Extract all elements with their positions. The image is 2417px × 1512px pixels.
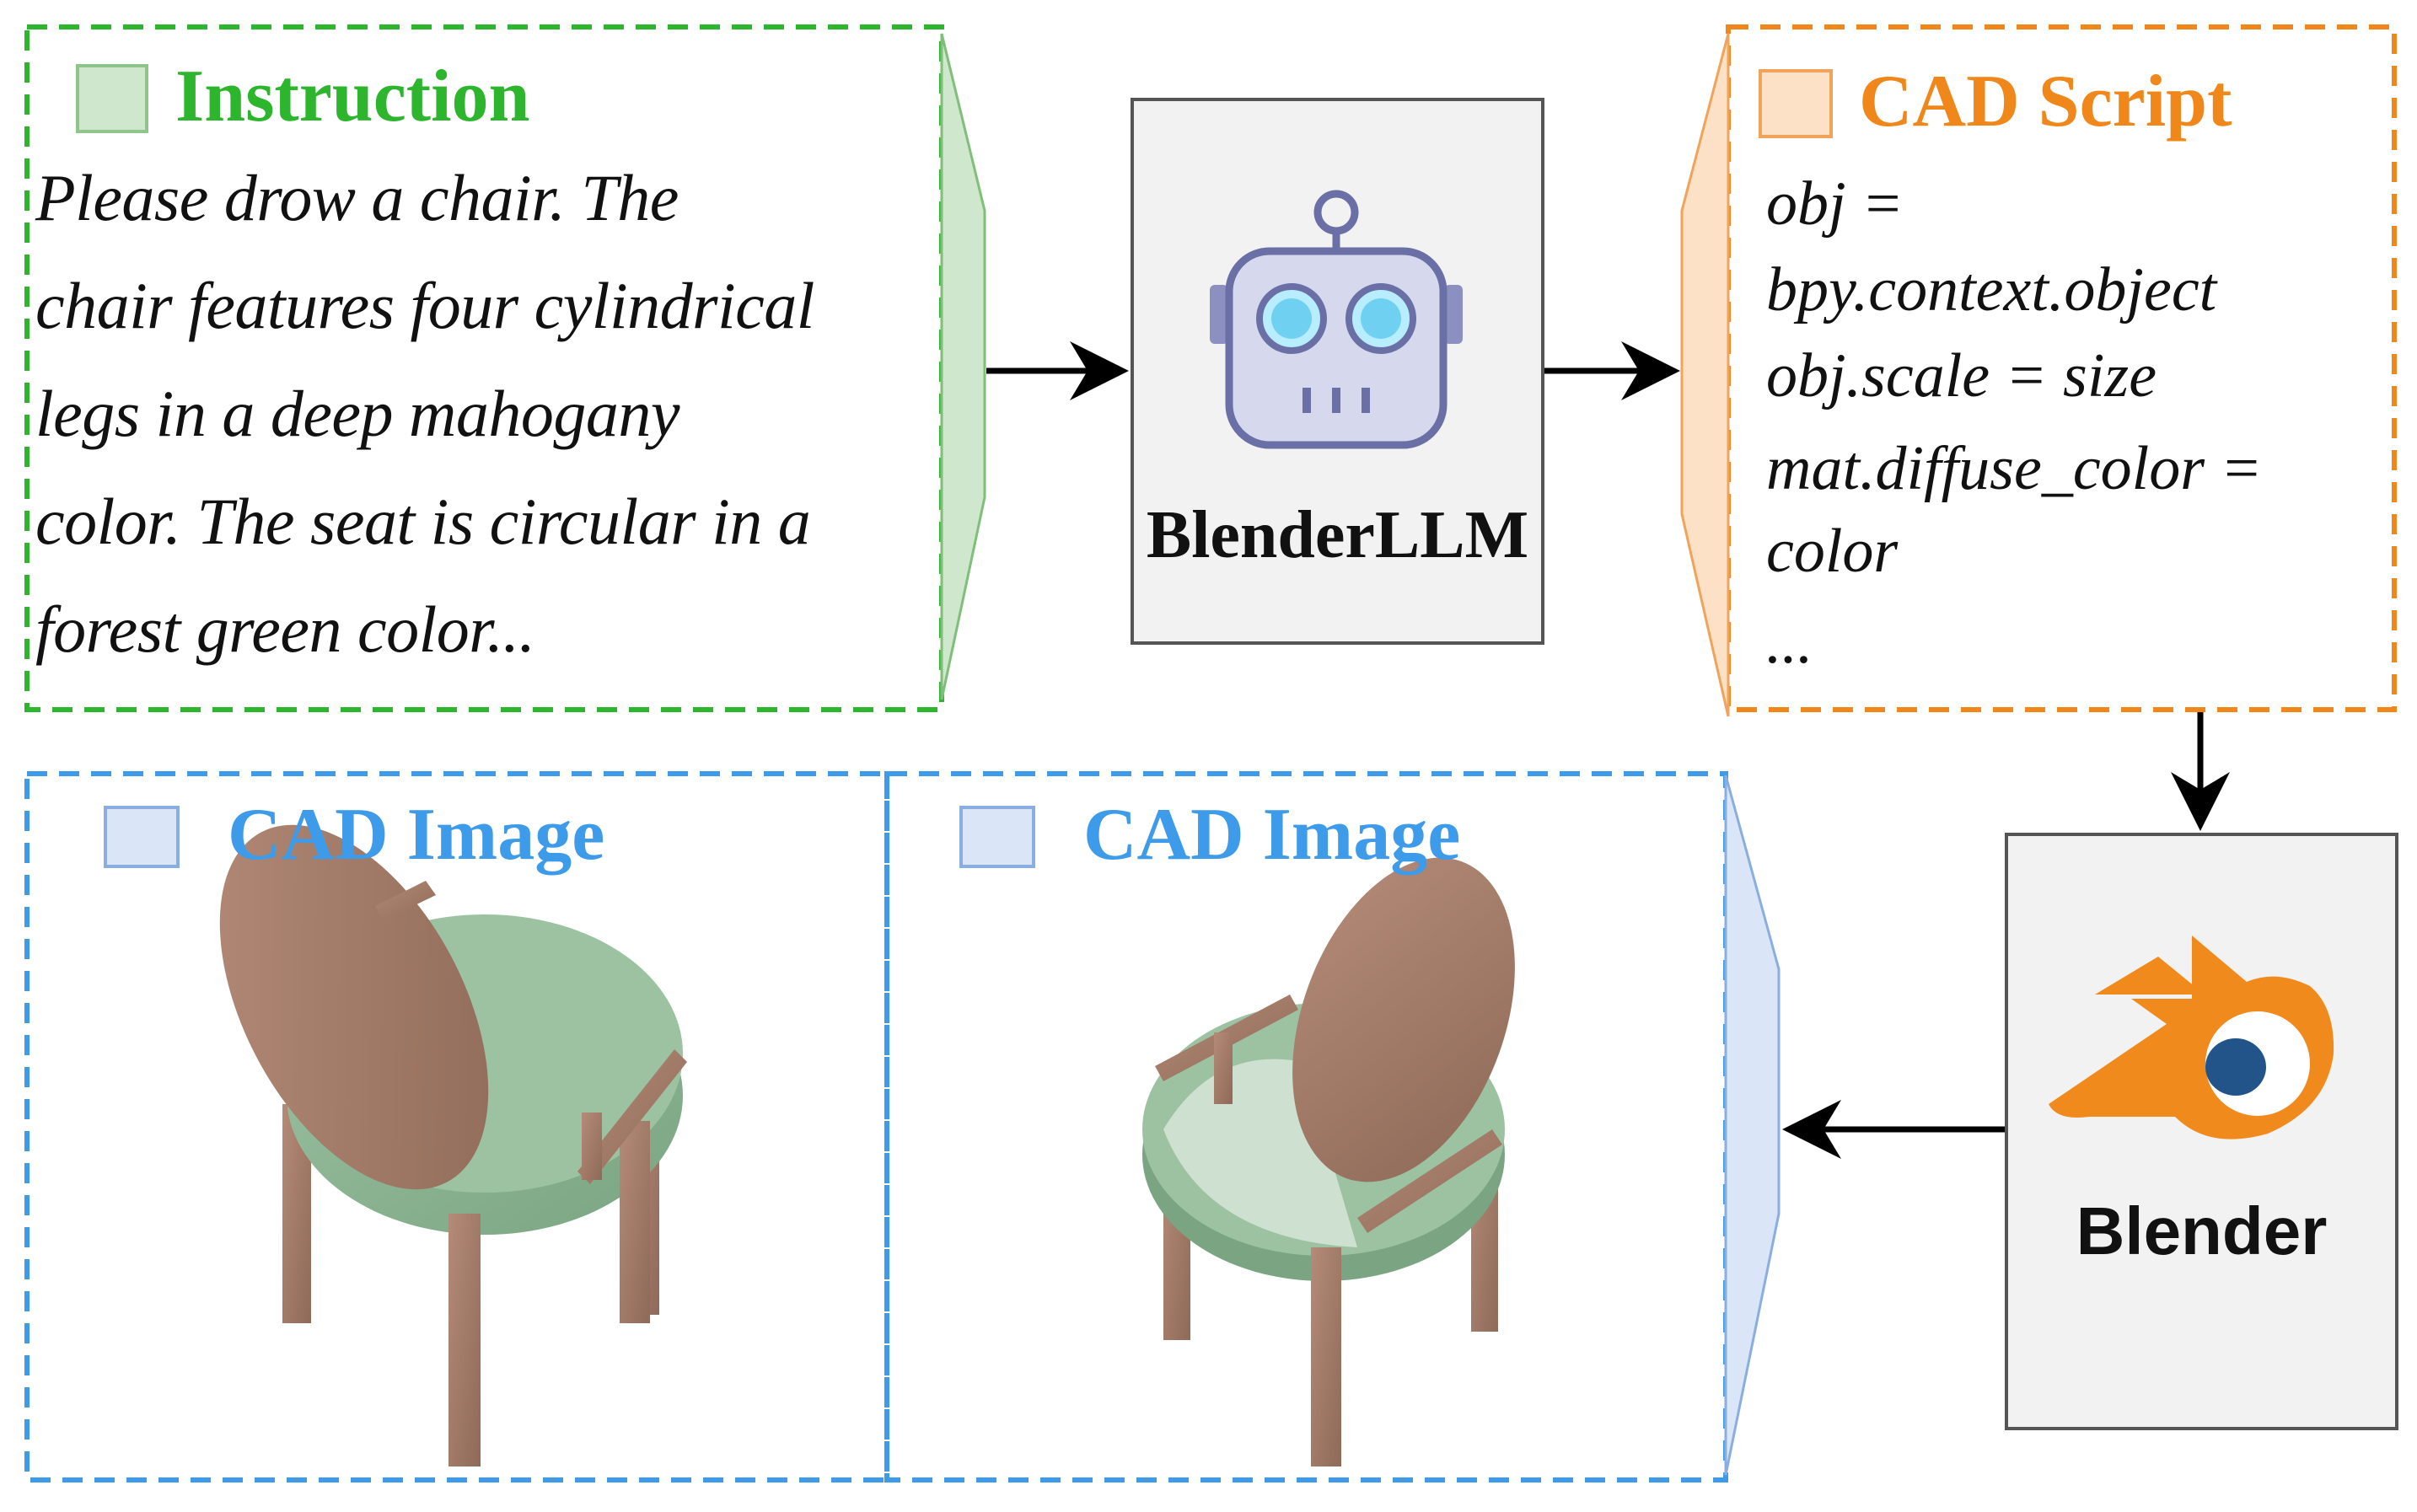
instruction-legend-swatch [76, 64, 148, 133]
instruction-line: Please drow a chair. The [35, 161, 679, 234]
instruction-line: color. The seat is circular in a [35, 485, 811, 558]
robot-icon [1210, 190, 1463, 449]
script-title: CAD Script [1859, 61, 2232, 142]
script-line: color [1766, 517, 1899, 586]
output-1-legend-swatch [104, 806, 180, 868]
output-panel-1 [24, 771, 889, 1483]
chair-render-2 [1142, 857, 1515, 1466]
chair-render-1 [219, 824, 687, 1466]
script-connector [1680, 33, 1730, 717]
script-line: obj = [1766, 169, 1904, 239]
blenderllm-label: BlenderLLM [1146, 498, 1529, 572]
blender-box [2005, 833, 2398, 1430]
blender-logo-icon [2049, 936, 2334, 1139]
output-1-title: CAD Image [228, 794, 605, 876]
output-2-legend-swatch [959, 806, 1035, 868]
instruction-line: forest green color... [35, 592, 535, 666]
blenderllm-box [1131, 98, 1544, 645]
image-connector [1724, 775, 1781, 1476]
instruction-connector [940, 33, 986, 700]
output-2-title: CAD Image [1083, 794, 1461, 876]
instruction-panel [24, 24, 986, 712]
output-panel-2 [884, 771, 1781, 1483]
instruction-line: legs in a deep mahogany [35, 377, 680, 450]
script-line: obj.scale = size [1766, 341, 2157, 410]
blender-label: Blender [2076, 1193, 2328, 1268]
script-panel [1680, 24, 2397, 717]
instruction-title: Instruction [175, 56, 530, 137]
script-line: bpy.context.object [1766, 255, 2217, 324]
script-line: mat.diffuse_color = [1766, 434, 2263, 503]
instruction-line: chair features four cylindrical [35, 269, 814, 342]
script-line: ... [1766, 608, 1813, 677]
script-legend-swatch [1759, 69, 1833, 138]
